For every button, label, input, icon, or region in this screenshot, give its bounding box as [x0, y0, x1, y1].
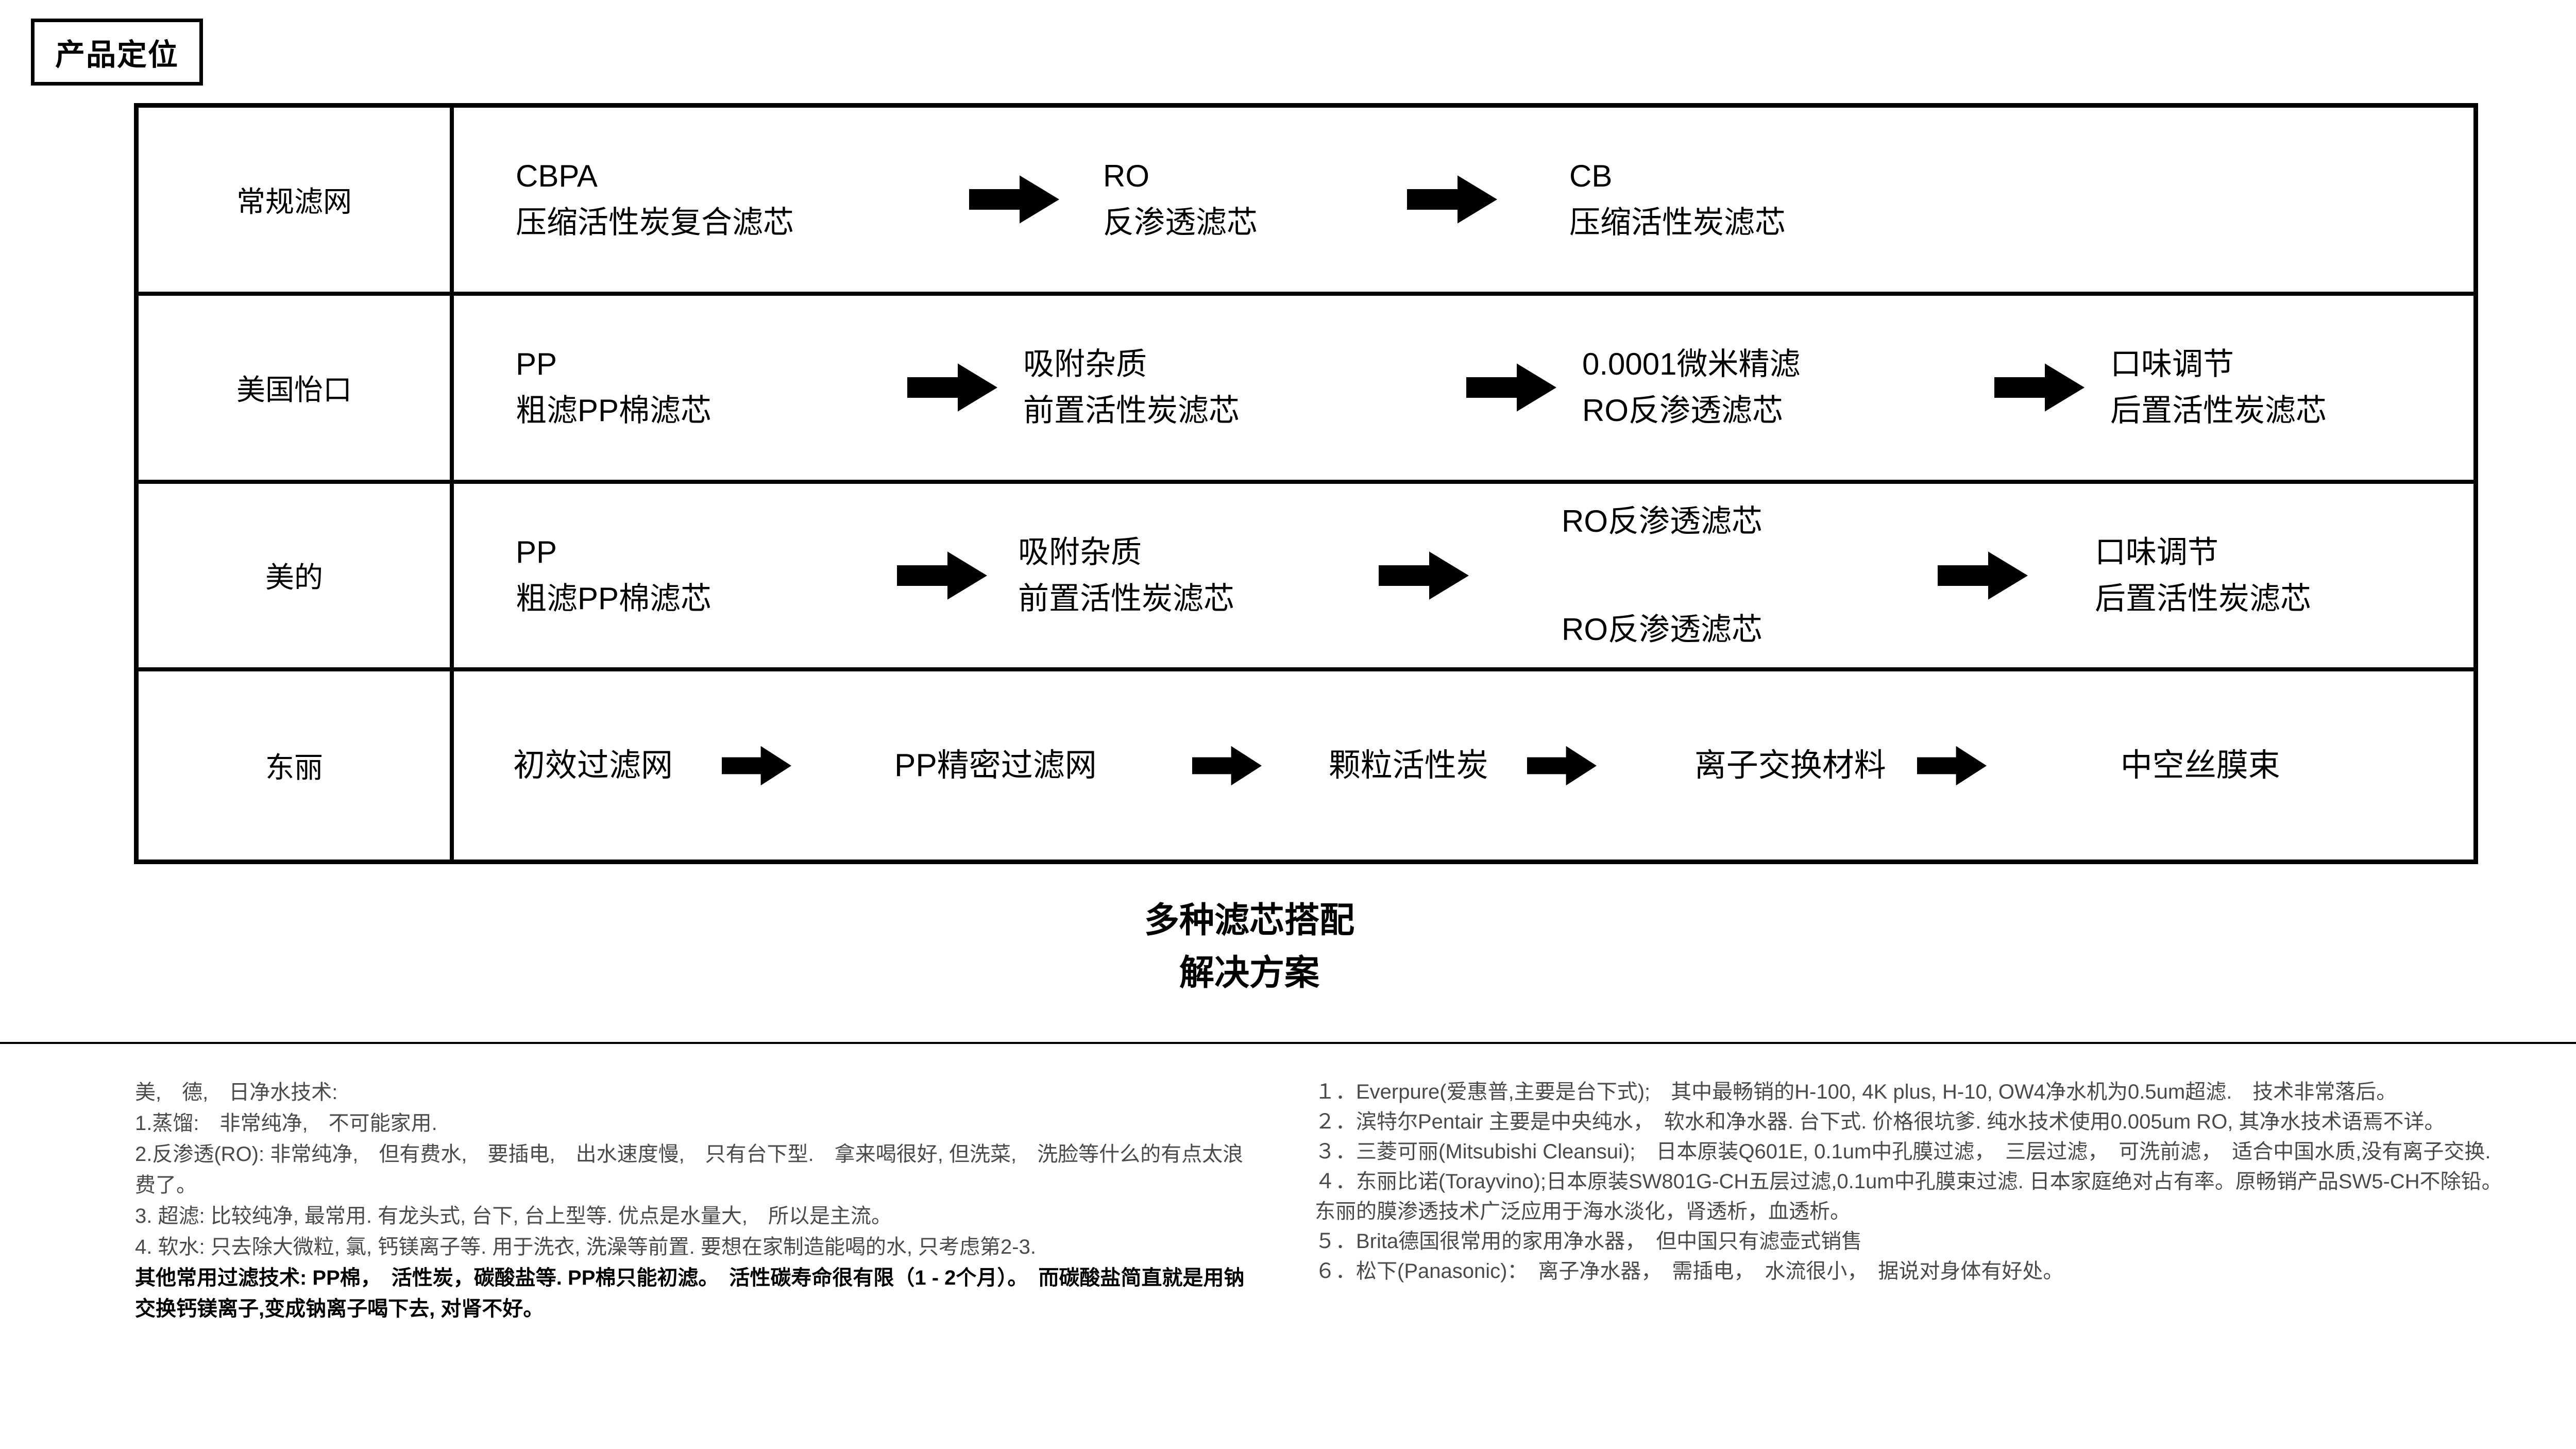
note-paragraph: 美, 德, 日净水技术:: [135, 1081, 338, 1104]
note-item: ３．三菱可丽(Mitsubishi Cleansui); 日本原装Q601E, …: [1315, 1140, 2491, 1163]
note-paragraph: 3. 超滤: 比较纯净, 最常用. 有龙头式, 台下, 台上型等. 优点是水量大…: [135, 1205, 892, 1227]
filter-stage: CB 压缩活性炭滤芯: [1569, 153, 1786, 246]
stage-label: 离子交换材料: [1694, 748, 1886, 784]
note-item: １．Everpure(爱惠普,主要是台下式); 其中最畅销的H-100, 4K …: [1315, 1081, 2397, 1103]
filter-stage: PP 粗滤PP棉滤芯: [516, 529, 897, 622]
stage-label: 初效过滤网: [513, 748, 673, 784]
stage-label: RO反渗透滤芯: [1562, 503, 1762, 538]
filter-stage: 颗粒活性炭: [1329, 742, 1488, 789]
stage-label: 颗粒活性炭: [1328, 748, 1488, 784]
divider-line: [0, 1042, 2576, 1044]
stage-label: 粗滤PP棉滤芯: [516, 393, 712, 428]
stage-label: 后置活性炭滤芯: [2110, 393, 2327, 428]
stage-label: 后置活性炭滤芯: [2095, 581, 2311, 616]
filter-stage: RO 反渗透滤芯: [1103, 153, 1407, 246]
note-item: ６．松下(Panasonic)： 离子净水器， 需插电， 水流很小， 据说对身体…: [1315, 1260, 2064, 1283]
filter-stage-dual-ro: RO反渗透滤芯 RO反渗透滤芯: [1562, 498, 1938, 653]
arrow-right-icon: [1466, 363, 1556, 412]
filter-stage: 中空丝膜束: [2121, 742, 2280, 789]
stage-label: 粗滤PP棉滤芯: [516, 581, 712, 616]
arrow-right-icon: [969, 175, 1059, 224]
arrow-right-icon: [1917, 746, 1987, 785]
stage-label: RO反渗透滤芯: [1562, 612, 1762, 647]
filter-flow-row-ecowater: PP 粗滤PP棉滤芯 吸附杂质 前置活性炭滤芯 0.0001微米精滤 RO反渗透…: [454, 295, 2473, 484]
stage-label: 压缩活性炭复合滤芯: [516, 205, 794, 240]
arrow-right-icon: [1407, 175, 1497, 224]
note-item: ５．Brita德国很常用的家用净水器， 但中国只有滤壶式销售: [1315, 1230, 1862, 1253]
arrow-right-icon: [907, 363, 997, 412]
arrow-right-icon: [1938, 551, 2028, 600]
brand-cell-toray: 东丽: [139, 671, 454, 860]
brand-cell-ecowater: 美国怡口: [139, 295, 454, 484]
stage-function: 0.0001微米精滤: [1582, 347, 1801, 382]
arrow-right-icon: [1994, 363, 2084, 412]
stage-label: RO反渗透滤芯: [1582, 393, 1783, 428]
stage-label: 中空丝膜束: [2120, 748, 2280, 784]
note-item: ４．东丽比诺(Torayvino);日本原装SW801G-CH五层过滤,0.1u…: [1315, 1170, 2513, 1223]
page-title: 产品定位: [31, 19, 204, 86]
note-paragraph: 4. 软水: 只去除大微粒, 氯, 钙镁离子等. 用于洗衣, 洗澡等前置. 要想…: [135, 1236, 1036, 1258]
filter-stage: 口味调节 后置活性炭滤芯: [2110, 341, 2327, 434]
arrow-right-icon: [722, 746, 792, 785]
brand-cell-midea: 美的: [139, 483, 454, 672]
note-item: ２．滨特尔Pentair 主要是中央纯水， 软水和净水器. 台下式. 价格很坑爹…: [1315, 1110, 2445, 1133]
stage-label: 压缩活性炭滤芯: [1569, 205, 1786, 240]
stage-function: 口味调节: [2110, 347, 2234, 382]
stage-label: 前置活性炭滤芯: [1018, 581, 1234, 616]
stage-code: CB: [1569, 159, 1613, 194]
filter-stage: 0.0001微米精滤 RO反渗透滤芯: [1582, 341, 1994, 434]
filter-stage: 初效过滤网: [513, 742, 673, 789]
filter-stage: 口味调节 后置活性炭滤芯: [2095, 529, 2311, 622]
table-caption: 多种滤芯搭配 解决方案: [0, 894, 2499, 999]
filter-stage: PP 粗滤PP棉滤芯: [516, 341, 907, 434]
arrow-right-icon: [1192, 746, 1262, 785]
stage-code: RO: [1103, 159, 1149, 194]
filter-stage: 吸附杂质 前置活性炭滤芯: [1023, 341, 1466, 434]
arrow-right-icon: [1379, 551, 1469, 600]
caption-line-2: 解决方案: [1179, 953, 1319, 992]
stage-function: 口味调节: [2095, 534, 2218, 569]
stage-label: PP精密过滤网: [894, 748, 1097, 784]
filter-stage: PP精密过滤网: [894, 742, 1097, 789]
stage-label: 反渗透滤芯: [1103, 205, 1258, 240]
filter-flow-row-toray: 初效过滤网 PP精密过滤网 颗粒活性炭 离子交换材料 中空丝膜束: [454, 671, 2473, 860]
stage-code: CBPA: [516, 159, 598, 194]
notes-left-column: 美, 德, 日净水技术: 1.蒸馏: 非常纯净, 不可能家用. 2.反渗透(RO…: [135, 1077, 1245, 1324]
stage-function: 吸附杂质: [1018, 534, 1142, 569]
note-paragraph: 1.蒸馏: 非常纯净, 不可能家用.: [135, 1112, 437, 1135]
stage-code: PP: [516, 347, 557, 382]
stage-code: PP: [516, 534, 557, 569]
note-paragraph-bold: 其他常用过滤技术: PP棉， 活性炭，碳酸盐等. PP棉只能初滤。 活性碳寿命很…: [135, 1267, 1245, 1320]
arrow-right-icon: [897, 551, 987, 600]
filter-stage: 离子交换材料: [1694, 742, 1886, 789]
note-paragraph: 2.反渗透(RO): 非常纯净, 但有费水, 要插电, 出水速度慢, 只有台下型…: [135, 1143, 1244, 1197]
caption-line-1: 多种滤芯搭配: [1144, 901, 1354, 940]
filter-stage: CBPA 压缩活性炭复合滤芯: [516, 153, 969, 246]
notes-right-column: １．Everpure(爱惠普,主要是台下式); 其中最畅销的H-100, 4K …: [1315, 1077, 2520, 1286]
filter-flow-row-regular: CBPA 压缩活性炭复合滤芯 RO 反渗透滤芯 CB 压缩活性炭滤芯: [454, 108, 2473, 296]
filter-flow-row-midea: PP 粗滤PP棉滤芯 吸附杂质 前置活性炭滤芯 RO反渗透滤芯 RO反渗透滤芯 …: [454, 483, 2473, 672]
filter-stage: 吸附杂质 前置活性炭滤芯: [1018, 529, 1379, 622]
arrow-right-icon: [1527, 746, 1597, 785]
stage-label: 前置活性炭滤芯: [1023, 393, 1240, 428]
stage-function: 吸附杂质: [1023, 347, 1147, 382]
filter-comparison-table: 常规滤网 CBPA 压缩活性炭复合滤芯 RO 反渗透滤芯 CB 压缩活性炭滤芯 …: [134, 103, 2478, 864]
brand-cell-regular: 常规滤网: [139, 108, 454, 296]
